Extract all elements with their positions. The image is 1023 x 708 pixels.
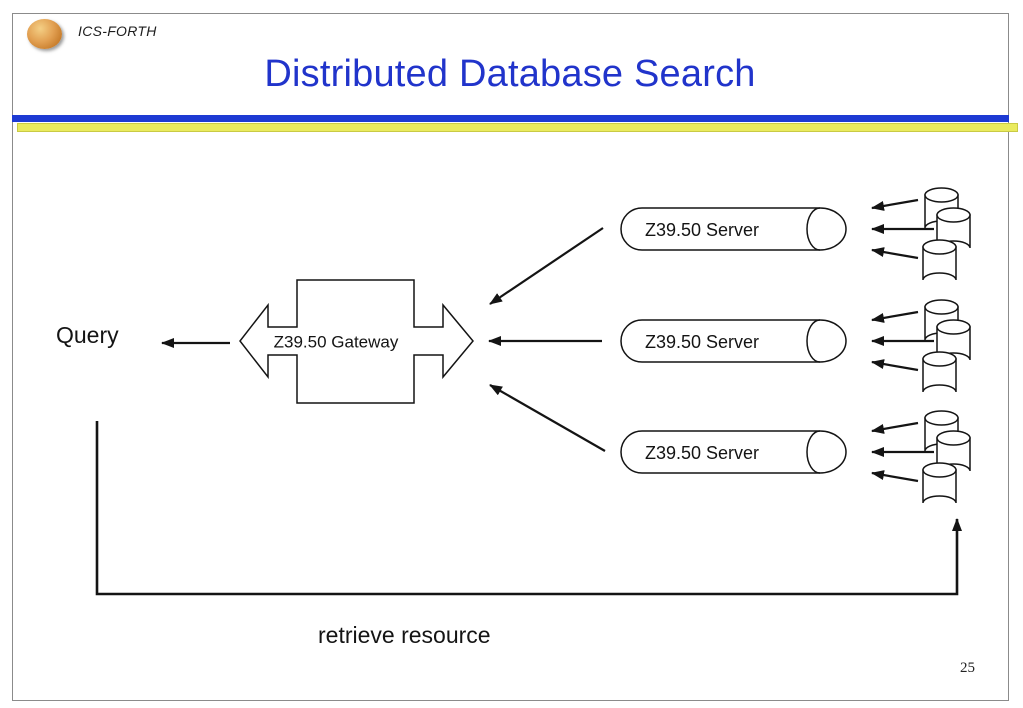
database-cylinder-top — [922, 239, 957, 255]
db-to-server-arrow — [871, 247, 919, 260]
database-cylinder-top — [936, 430, 971, 446]
server-3-shape — [620, 430, 847, 474]
server-2-shape — [620, 319, 847, 363]
database-cylinder-icon — [922, 469, 957, 504]
server-2-label: Z39.50 Server — [645, 332, 759, 352]
gateway-label: Z39.50 Gateway — [274, 333, 399, 352]
server-1-to-gateway-arrow — [489, 227, 604, 305]
page-title: Distributed Database Search — [264, 53, 756, 95]
server-1-rim — [806, 207, 821, 251]
server-1-shape — [620, 207, 847, 251]
database-cylinder-top — [936, 207, 971, 223]
server-3-label: Z39.50 Server — [645, 443, 759, 463]
title-divider-yellow — [17, 123, 1018, 132]
ics-forth-coin-logo-icon — [27, 19, 62, 49]
server-3-to-gateway-arrow — [489, 384, 606, 452]
logo-label: ICS-FORTH — [78, 23, 157, 39]
retrieve-resource-label: retrieve resource — [318, 622, 491, 648]
db-to-server-arrow — [871, 421, 919, 434]
db-to-server-arrow — [871, 470, 919, 483]
database-cylinder-top — [924, 410, 959, 426]
query-label: Query — [56, 322, 119, 348]
database-cylinder-top — [924, 299, 959, 315]
database-cylinder-icon — [922, 358, 957, 393]
page-number: 25 — [960, 660, 975, 676]
db-to-server-arrow — [871, 198, 919, 211]
database-cylinder-top — [922, 462, 957, 478]
database-cylinder-top — [936, 319, 971, 335]
server-2-rim — [806, 319, 821, 363]
title-divider-blue — [12, 115, 1009, 122]
gateway-shape — [239, 279, 474, 404]
database-cylinder-top — [922, 351, 957, 367]
server-1-label: Z39.50 Server — [645, 220, 759, 240]
server-3-rim — [806, 430, 821, 474]
db-to-server-arrow — [871, 359, 919, 372]
retrieve-resource-path — [95, 421, 962, 596]
database-cylinder-icon — [922, 246, 957, 281]
database-cylinder-top — [924, 187, 959, 203]
db-to-server-arrow — [871, 310, 919, 323]
